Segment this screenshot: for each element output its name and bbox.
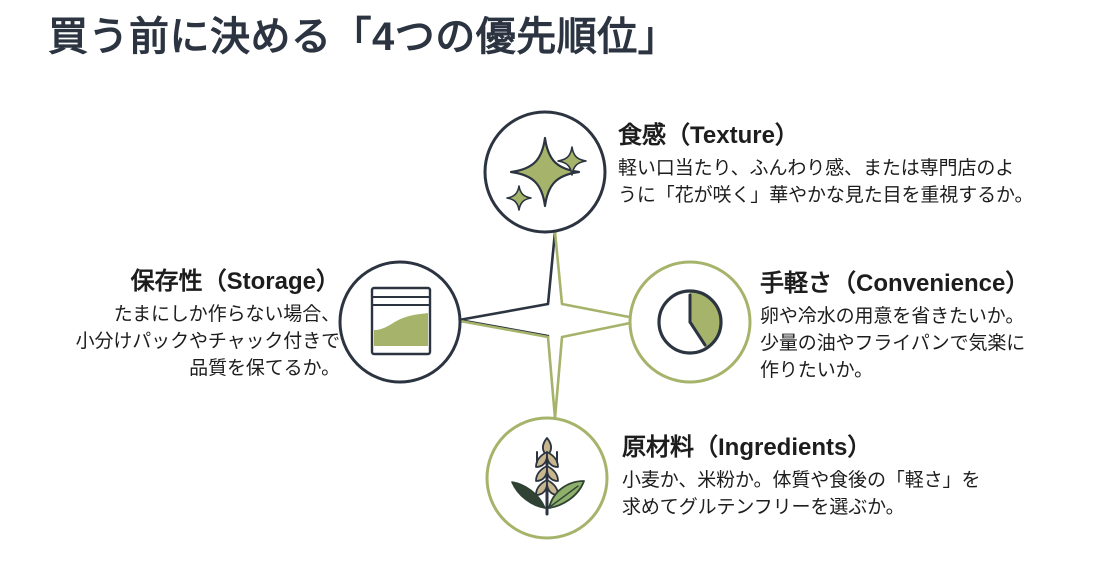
sparkle-icon-small-bottom: [506, 185, 532, 211]
node-desc-storage: たまにしか作らない場合、 小分けパックやチャック付きで 品質を保てるか。: [20, 302, 341, 383]
clock-icon-face: [657, 289, 723, 355]
wheat-icon-grain-right-1: [546, 451, 559, 468]
node-desc-line: うに「花が咲く」華やかな見た目を重視するか。: [618, 184, 1034, 206]
node-desc-line: 卵や冷水の用意を省きたいか。: [760, 305, 1025, 327]
node-desc-line: 軽い口当たり、ふんわり感、または専門店のよ: [618, 157, 1015, 179]
sparkle-arm-right-lower: [553, 318, 647, 420]
node-desc-convenience: 卵や冷水の用意を省きたいか。 少量の油やフライパンで気楽に 作りたいか。: [760, 304, 1090, 385]
node-desc-line: 作りたいか。: [760, 359, 874, 381]
node-text-texture: 食感（Texture） 軽い口当たり、ふんわり感、または専門店のよ うに「花が咲…: [618, 122, 1070, 210]
sparkle-icon-small-top: [557, 146, 587, 176]
node-storage[interactable]: [338, 260, 462, 384]
node-convenience[interactable]: [628, 260, 752, 384]
node-ingredients[interactable]: [485, 416, 609, 540]
clock-icon-hand-hour: [688, 320, 707, 347]
sparkle-arm-bottom-left: [458, 319, 557, 420]
node-desc-line: 小分けパックやチャック付きで: [75, 330, 341, 352]
wheat-icon-leaf-dark: [511, 481, 546, 509]
zip-pouch-icon-contents: [374, 313, 428, 346]
node-heading-convenience: 手軽さ（Convenience）: [760, 270, 1030, 297]
sparkle-icon-large: [509, 136, 581, 208]
node-desc-texture: 軽い口当たり、ふんわり感、または専門店のよ うに「花が咲く」華やかな見た目を重視…: [618, 156, 1070, 210]
node-text-ingredients: 原材料（Ingredients） 小麦か、米粉か。体質や食後の「軽さ」を 求めて…: [622, 434, 1052, 522]
node-text-convenience: 手軽さ（Convenience） 卵や冷水の用意を省きたいか。 少量の油やフライ…: [760, 270, 1090, 385]
wheat-icon-leaf-vein: [550, 485, 579, 507]
node-heading-storage: 保存性（Storage）: [130, 268, 340, 295]
sparkle-arm-top-right: [553, 230, 647, 322]
center-sparkle-connector: [457, 230, 647, 420]
sparkle-arm-top-left: [457, 230, 557, 322]
node-desc-line: たまにしか作らない場合、: [113, 303, 340, 325]
node-desc-line: 品質を保てるか。: [189, 357, 340, 379]
node-desc-line: 少量の油やフライパンで気楽に: [760, 332, 1026, 354]
node-desc-ingredients: 小麦か、米粉か。体質や食後の「軽さ」を 求めてグルテンフリーを選ぶか。: [622, 468, 1052, 522]
node-heading-ingredients: 原材料（Ingredients）: [622, 434, 872, 461]
node-texture[interactable]: [483, 110, 607, 234]
node-heading-texture: 食感（Texture）: [618, 122, 799, 149]
node-desc-line: 求めてグルテンフリーを選ぶか。: [622, 496, 905, 518]
node-text-storage: 保存性（Storage） たまにしか作らない場合、 小分けパックやチャック付きで…: [20, 268, 341, 383]
page-title: 買う前に決める「4つの優先順位」: [48, 15, 679, 59]
wheat-icon-grain-right-2: [546, 465, 559, 482]
node-desc-line: 小麦か、米粉か。体質や食後の「軽さ」を: [622, 469, 981, 491]
